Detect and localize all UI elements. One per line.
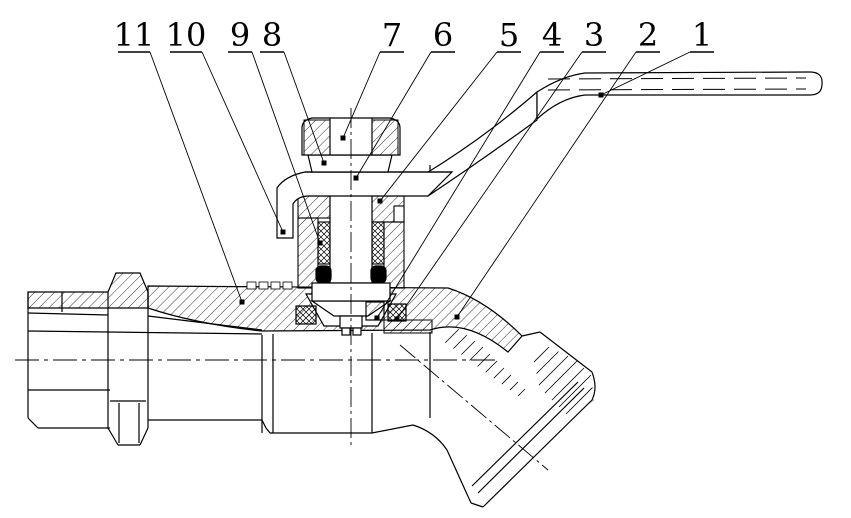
leader-line-11	[149, 51, 243, 303]
callout-5: 5	[377, 16, 521, 204]
leader-dot-6	[353, 175, 359, 181]
leader-dot-4	[374, 315, 380, 321]
leader-line-4	[376, 51, 541, 319]
handle-hub	[276, 171, 454, 239]
callout-label-9: 9	[230, 16, 250, 54]
callout-label-5: 5	[499, 16, 519, 54]
handle-bar	[536, 71, 823, 121]
leader-dot-7	[340, 135, 346, 141]
body-lower-outline	[148, 332, 448, 451]
leader-dot-10	[280, 229, 286, 235]
callout-10: 10	[166, 16, 286, 235]
callout-label-4: 4	[542, 16, 562, 54]
handle	[276, 71, 823, 239]
leader-line-9	[251, 51, 321, 244]
leader-line-10	[201, 51, 284, 233]
callout-label-2: 2	[638, 16, 658, 54]
o-ring-seal	[315, 265, 332, 284]
callout-3: 3	[394, 16, 606, 322]
valve-body	[27, 272, 523, 451]
leader-line-1	[600, 51, 691, 96]
leader-dot-8	[321, 160, 327, 166]
o-ring-seal	[370, 265, 387, 284]
seat-seals	[295, 301, 407, 325]
callout-2: 2	[454, 16, 660, 320]
callout-label-10: 10	[166, 16, 207, 54]
stem-washer	[307, 154, 393, 173]
leader-line-7	[342, 51, 381, 139]
callout-8: 8	[260, 16, 327, 166]
callout-7: 7	[340, 16, 404, 141]
inlet-pipe	[27, 292, 263, 429]
leader-dot-3	[394, 316, 400, 322]
leader-line-5	[379, 51, 498, 202]
callout-6: 6	[353, 16, 455, 181]
hex-collar	[107, 292, 149, 446]
centerlines	[15, 108, 549, 471]
leader-line-3	[396, 51, 583, 320]
leader-dot-1	[598, 92, 604, 98]
callout-label-7: 7	[382, 16, 402, 54]
callout-label-11: 11	[114, 16, 155, 54]
callout-1: 1	[598, 16, 714, 98]
packing	[371, 221, 385, 265]
leader-line-2	[456, 51, 637, 318]
callout-label-1: 1	[692, 16, 712, 54]
callout-label-3: 3	[584, 16, 604, 54]
callout-label-8: 8	[262, 16, 282, 54]
leader-dot-2	[454, 314, 460, 320]
callout-9: 9	[228, 16, 323, 246]
leader-dot-5	[377, 198, 383, 204]
leader-line-8	[283, 51, 325, 164]
callout-11: 11	[114, 16, 245, 305]
leader-dot-11	[239, 299, 245, 305]
gland-thread-marks	[246, 281, 293, 290]
spout	[439, 325, 596, 508]
leader-line-6	[355, 51, 432, 179]
callout-label-6: 6	[433, 16, 453, 54]
callout-4: 4	[374, 16, 564, 321]
leader-dot-9	[317, 240, 323, 246]
